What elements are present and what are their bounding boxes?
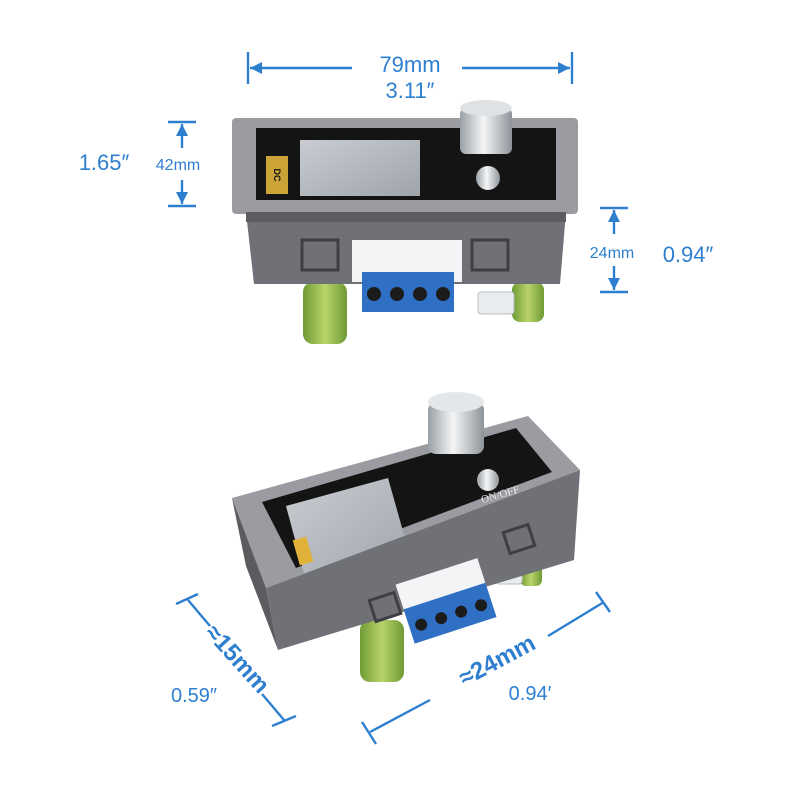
mount-clip (470, 238, 510, 272)
mount-clip (501, 522, 537, 556)
width-mm-label: 79mm (379, 52, 440, 77)
screw-terminal (395, 558, 497, 644)
depth-mm-label: 24mm (590, 245, 634, 262)
screw-terminal (362, 272, 454, 312)
dimension-lines (168, 52, 628, 745)
device-angled-view (232, 392, 580, 682)
bottom-in-label: 0.94′ (509, 683, 552, 705)
power-button-icon (477, 469, 499, 491)
width-in-label: 3.11″ (386, 78, 435, 103)
logo-strip (292, 536, 314, 566)
mount-clip (367, 590, 403, 624)
device-logo-text: DC (272, 169, 282, 182)
logo-strip (266, 156, 288, 194)
capacitor (512, 282, 544, 322)
height-in-label: 1.65″ (79, 150, 130, 175)
rotary-knob-icon (428, 392, 484, 454)
rotary-knob-icon (460, 100, 512, 190)
housing-body (266, 470, 580, 650)
capacitor (303, 282, 347, 344)
capacitor (360, 620, 404, 682)
device-front-view (232, 100, 578, 344)
height-mm-label: 42mm (156, 157, 200, 174)
lcd-screen (300, 140, 420, 196)
side-in-label: 0.59″ (171, 685, 217, 707)
mount-clip (300, 238, 340, 272)
depth-in-label: 0.94″ (663, 242, 714, 267)
connector (477, 291, 515, 315)
